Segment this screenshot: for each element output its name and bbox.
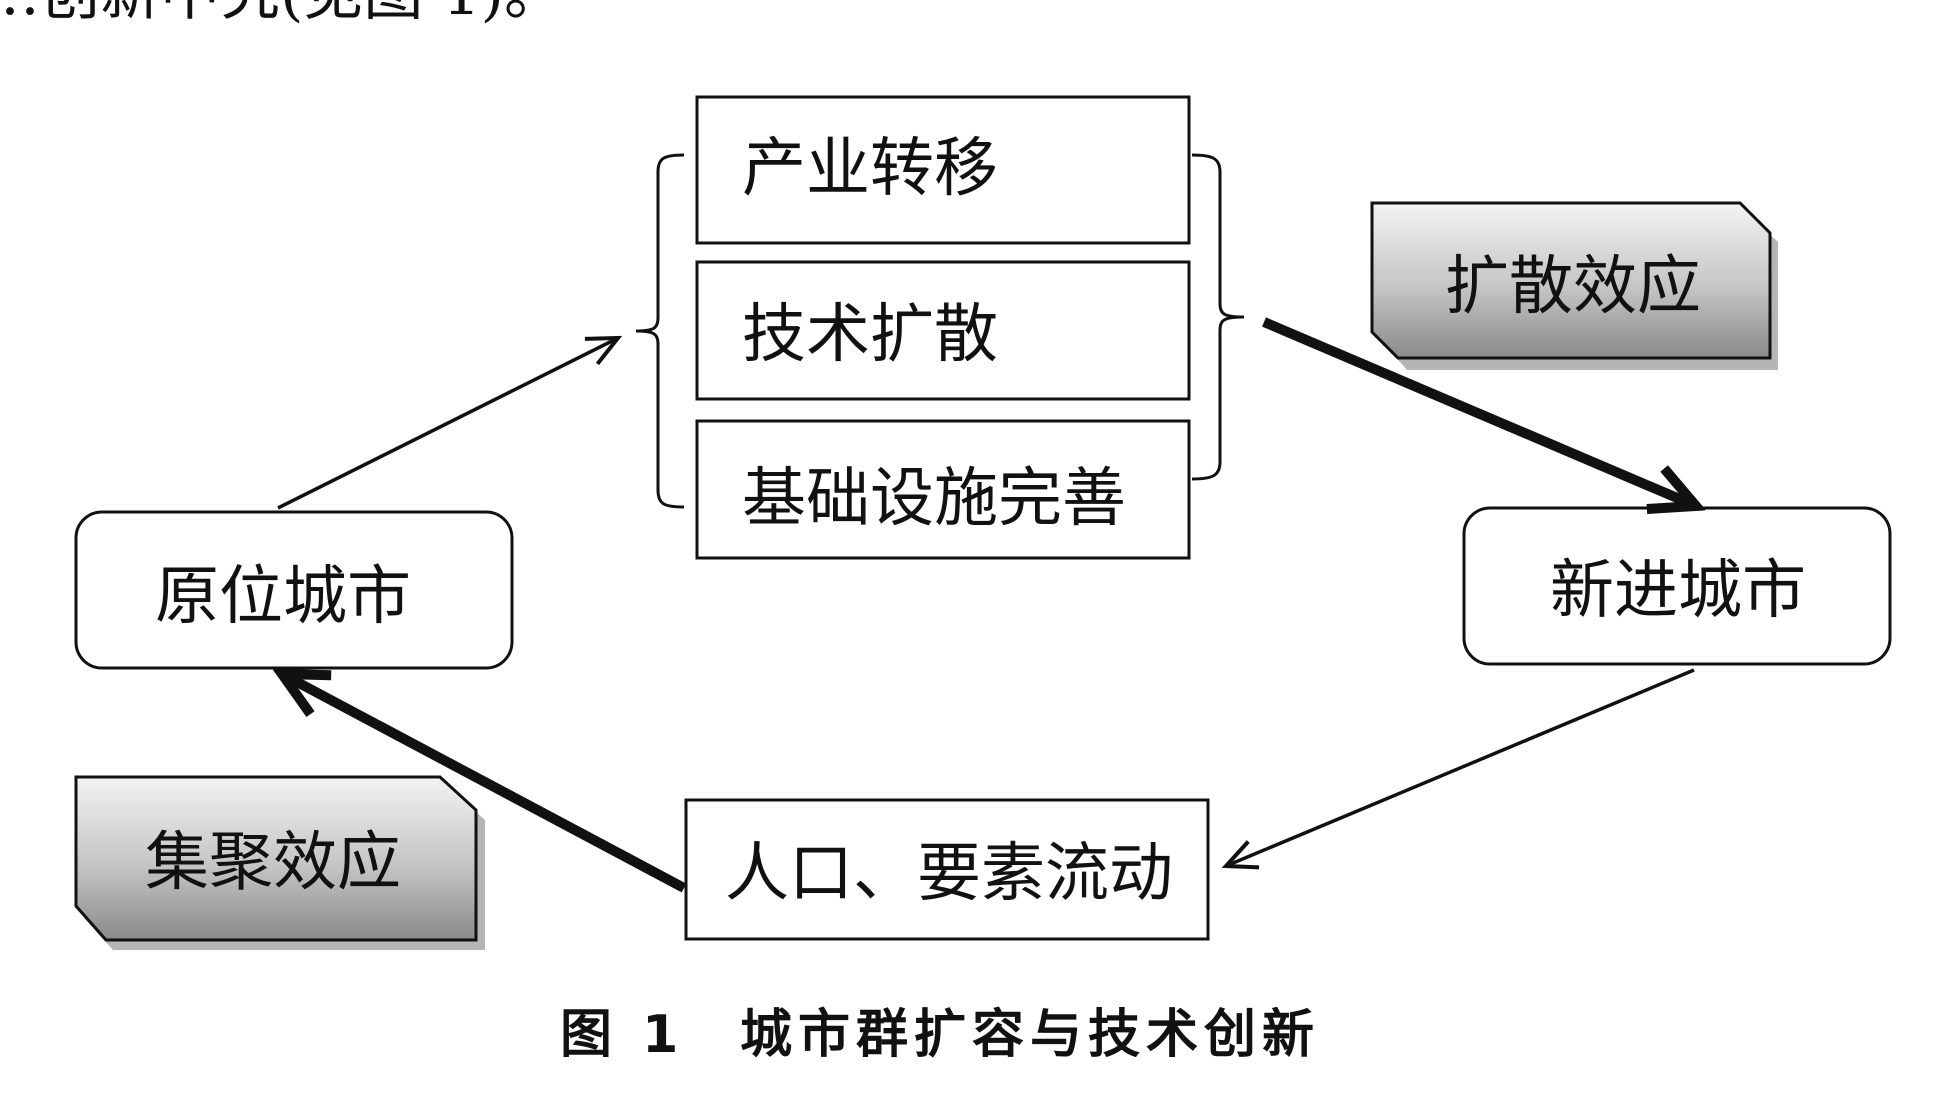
origin-city-label: 原位城市 bbox=[155, 560, 411, 634]
factor-box-tech-diffusion bbox=[695, 260, 1191, 401]
new-city-label: 新进城市 bbox=[1550, 554, 1806, 628]
left-brace bbox=[635, 153, 685, 509]
arrow-new-city-to-flow bbox=[1221, 668, 1695, 870]
diffusion-effect-box bbox=[1370, 201, 1772, 360]
agglomeration-effect-label: 集聚效应 bbox=[145, 826, 401, 900]
arrow-flow-to-origin-city bbox=[282, 674, 687, 893]
agglomeration-effect-box bbox=[74, 775, 478, 942]
arrow-origin-to-factors bbox=[277, 335, 623, 510]
agglomeration-effect: 集聚效应 bbox=[74, 775, 485, 950]
flow-label: 人口、要素流动 bbox=[725, 837, 1173, 911]
arrow-factors-to-new-city bbox=[1262, 317, 1696, 506]
diffusion-effect: 扩散效应 bbox=[1370, 201, 1778, 370]
right-brace bbox=[1191, 153, 1245, 481]
factor-stack: 产业转移 技术扩散 基础设施完善 bbox=[695, 95, 1191, 560]
factor-label-infrastructure: 基础设施完善 bbox=[742, 462, 1126, 536]
figure-caption-label: 图 1 bbox=[560, 1005, 684, 1065]
factor-label-industry-transfer: 产业转移 bbox=[742, 132, 998, 206]
figure-caption-title: 城市群扩容与技术创新 bbox=[740, 1005, 1320, 1065]
factor-box-infrastructure bbox=[695, 419, 1191, 560]
origin-city-box bbox=[74, 510, 514, 670]
top-text-fragment: …创新中究(见图 1)。 bbox=[0, 0, 564, 29]
flow-box bbox=[684, 798, 1210, 941]
diffusion-effect-label: 扩散效应 bbox=[1445, 250, 1701, 324]
factor-label-tech-diffusion: 技术扩散 bbox=[742, 298, 998, 372]
factor-box-industry-transfer bbox=[695, 95, 1191, 245]
